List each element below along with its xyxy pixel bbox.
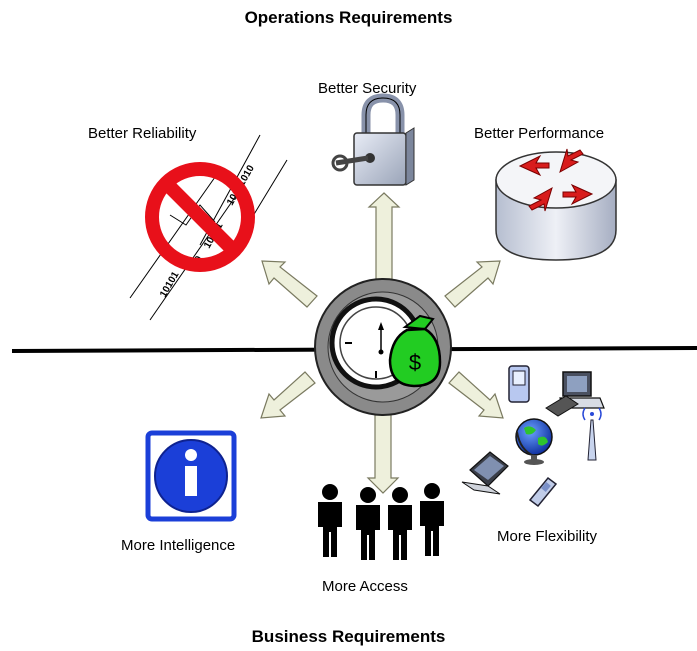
money-bag-icon: $	[388, 314, 442, 388]
arrow-down	[366, 409, 400, 494]
label-better-reliability: Better Reliability	[88, 125, 197, 142]
antenna-icon	[582, 407, 602, 461]
bottom-title: Business Requirements	[251, 627, 446, 646]
no-sign-icon	[145, 162, 255, 272]
label-more-intelligence: More Intelligence	[121, 537, 236, 554]
globe-icon	[515, 418, 553, 465]
padlock-icon	[331, 93, 415, 186]
arrow-up-left	[261, 260, 318, 308]
desktop-computer-icon	[545, 371, 605, 417]
dollar-symbol: $	[409, 350, 421, 375]
label-more-access: More Access	[322, 578, 408, 595]
people-icon	[318, 483, 444, 560]
pda-icon	[508, 365, 530, 403]
arrow-up	[367, 192, 401, 284]
router-icon	[495, 148, 617, 261]
info-icon	[145, 430, 237, 522]
laptop-icon	[461, 451, 509, 495]
arrow-down-right	[448, 371, 504, 419]
arrow-down-left	[260, 371, 316, 419]
label-better-security: Better Security	[318, 80, 417, 97]
devices-icon	[461, 365, 605, 508]
clock-money-icon: $	[314, 278, 452, 416]
arrows	[260, 192, 504, 494]
top-title: Operations Requirements	[244, 8, 453, 27]
label-more-flexibility: More Flexibility	[497, 528, 598, 545]
arrow-up-right	[444, 260, 501, 308]
label-better-performance: Better Performance	[474, 125, 605, 142]
binary-text-left-lower: 10101	[158, 270, 182, 300]
phone-icon	[528, 476, 558, 508]
